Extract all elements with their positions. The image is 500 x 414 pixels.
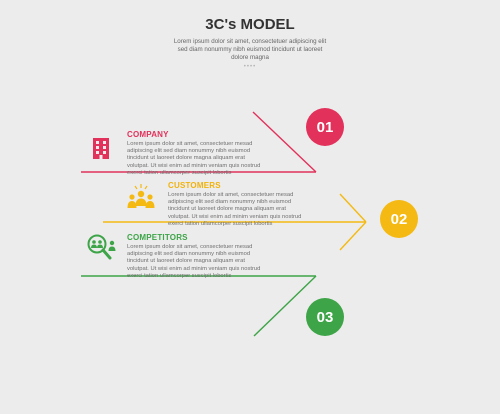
customers-heading: CUSTOMERS bbox=[168, 181, 221, 190]
competitors-connector bbox=[81, 275, 317, 337]
competitors-heading: COMPETITORS bbox=[127, 233, 188, 242]
step-01-badge: 01 bbox=[306, 108, 344, 146]
customers-description: Lorem ipsum dolor sit amet, consectetuer… bbox=[168, 192, 302, 227]
company-description: Lorem ipsum dolor sit amet, consectetuer… bbox=[127, 141, 261, 176]
step-03-badge: 03 bbox=[306, 298, 344, 336]
page-title: 3C's MODEL bbox=[205, 16, 295, 33]
step-02-badge: 02 bbox=[380, 200, 418, 238]
building-icon bbox=[93, 138, 109, 159]
people-group-icon bbox=[127, 184, 155, 208]
company-connector bbox=[81, 111, 317, 173]
customers-arrow bbox=[103, 193, 367, 251]
search-people-icon bbox=[87, 234, 116, 260]
page-subtitle: Lorem ipsum dolor sit amet, consectetuer… bbox=[173, 38, 327, 61]
decorative-dots: •••• bbox=[243, 64, 257, 70]
competitors-description: Lorem ipsum dolor sit amet, consectetuer… bbox=[127, 244, 261, 279]
company-heading: COMPANY bbox=[127, 130, 169, 139]
